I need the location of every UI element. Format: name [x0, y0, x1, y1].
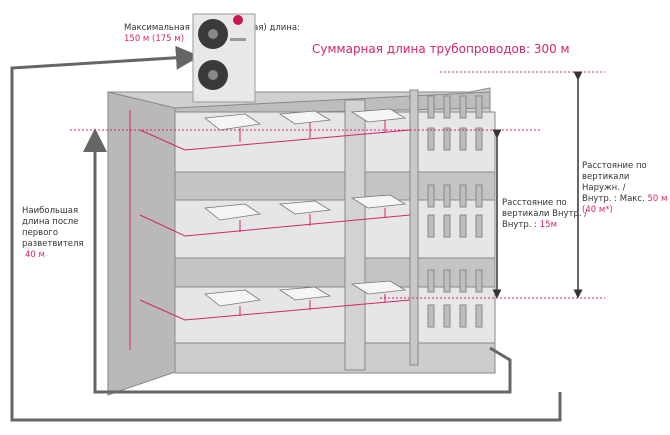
max-length-pipe — [10, 45, 562, 422]
total-length-title: Суммарная длина трубопроводов: 300 м — [312, 42, 570, 56]
indoor-vertical-label: Расстояние по вертикали Внутр. / Внутр. … — [502, 198, 588, 230]
refrigerant-pipes — [129, 110, 411, 350]
branch-length-pipe — [83, 128, 512, 394]
building — [107, 87, 496, 396]
outdoor-vertical-label: Расстояние по вертикали Наружн. / Внутр.… — [582, 161, 668, 215]
max-length-label: Максимальная (эквивалентная) длина: 150 … — [124, 23, 300, 44]
branch-length-label: Наибольшая длина после первого разветвит… — [22, 206, 84, 260]
indoor-units — [203, 108, 407, 307]
